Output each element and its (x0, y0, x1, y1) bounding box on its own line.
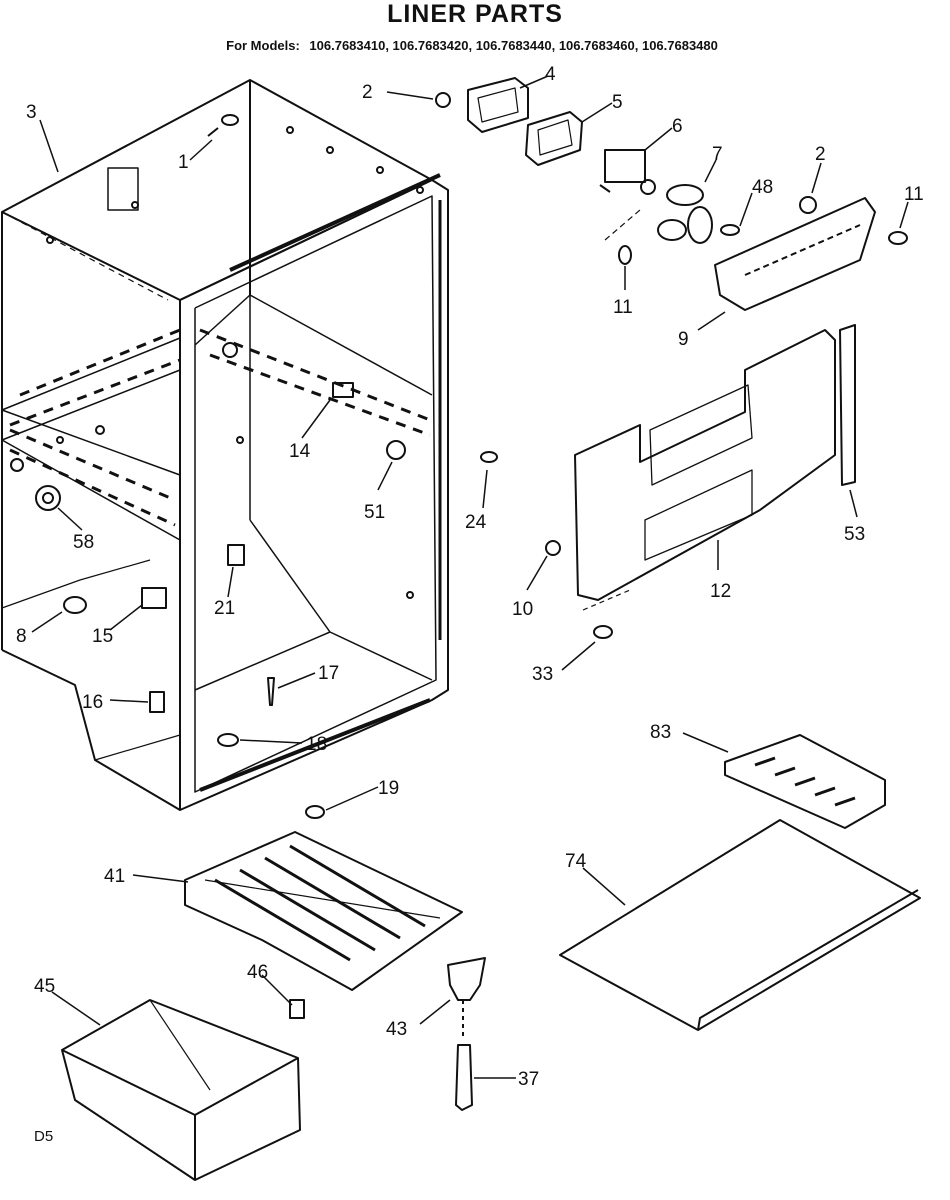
callout-11b: 11 (613, 297, 633, 318)
callout-58: 58 (73, 532, 94, 553)
callout-18: 18 (306, 734, 327, 755)
screw-48 (720, 224, 740, 236)
callout-7: 7 (712, 144, 723, 165)
models-values: 106.7683410, 106.7683420, 106.7683440, 1… (309, 38, 718, 53)
ice-tray-83 (724, 734, 886, 829)
wire-shelf-74 (559, 819, 921, 1031)
callout-2b: 2 (815, 144, 826, 165)
callout-3: 3 (26, 102, 37, 123)
diagram-code: D5 (34, 1128, 54, 1145)
leader-lines (31, 75, 909, 1079)
part-1-screw (207, 114, 239, 137)
light-socket-43 (447, 957, 486, 1040)
nut-2-left (435, 92, 451, 108)
fan-motor-6 (599, 149, 656, 195)
callout-21: 21 (214, 598, 235, 619)
fan-cover-9 (714, 197, 876, 311)
callout-46: 46 (247, 962, 268, 983)
callout-10: 10 (512, 599, 533, 620)
callout-74: 74 (565, 851, 587, 872)
callout-24: 24 (465, 512, 487, 533)
duct-panel-12 (574, 329, 836, 601)
clip-51 (386, 440, 406, 460)
callout-14: 14 (289, 441, 311, 462)
bulb-37 (455, 1044, 473, 1111)
clip-14 (332, 382, 354, 398)
callout-48: 48 (752, 177, 773, 198)
screw-18 (217, 733, 239, 747)
callout-6: 6 (672, 116, 683, 137)
callout-16: 16 (82, 692, 103, 713)
callout-1: 1 (178, 152, 189, 173)
callout-51: 51 (364, 502, 385, 523)
screw-33 (593, 625, 613, 639)
callout-83: 83 (650, 722, 671, 743)
callout-17: 17 (318, 663, 339, 684)
callout-45: 45 (34, 976, 55, 997)
liner-cabinet (1, 79, 449, 811)
models-prefix: For Models: (226, 38, 300, 53)
diagram-title: LINER PARTS (387, 0, 563, 28)
callout-37: 37 (518, 1069, 539, 1090)
clip-24 (480, 451, 498, 463)
fan-blade-7 (657, 184, 713, 244)
callout-4: 4 (545, 64, 556, 85)
callout-33: 33 (532, 664, 553, 685)
nut-10 (545, 540, 561, 556)
callout-11a: 11 (904, 184, 924, 205)
plug-8 (63, 596, 87, 614)
grommet-5 (525, 111, 583, 166)
callout-19: 19 (378, 778, 399, 799)
model-list: For Models: 106.7683410, 106.7683420, 10… (0, 38, 950, 53)
bracket-15 (141, 587, 167, 609)
callout-15: 15 (92, 626, 113, 647)
nut-2-right (799, 196, 817, 214)
pin-17 (267, 677, 275, 706)
callout-2: 2 (362, 82, 373, 103)
knob-58 (35, 485, 61, 511)
callout-12: 12 (710, 581, 731, 602)
callout-9: 9 (678, 329, 689, 350)
callout-5: 5 (612, 92, 623, 113)
screw-19 (305, 805, 325, 819)
callout-8: 8 (16, 626, 27, 647)
callout-labels: 1 2 3 4 5 6 7 48 2 11 11 9 53 12 10 33 1… (16, 64, 924, 1090)
crisper-drawer-45 (61, 999, 301, 1181)
fan-bracket-4 (467, 77, 529, 133)
screw-11-b (888, 231, 908, 245)
screw-11-a (618, 245, 632, 265)
crisper-cover-41 (184, 831, 463, 991)
callout-41: 41 (104, 866, 125, 887)
clip-16 (149, 691, 165, 713)
callout-43: 43 (386, 1019, 407, 1040)
clip-46 (289, 999, 305, 1019)
bracket-21 (227, 544, 245, 566)
callout-53: 53 (844, 524, 865, 545)
trim-strip-53 (839, 324, 856, 486)
